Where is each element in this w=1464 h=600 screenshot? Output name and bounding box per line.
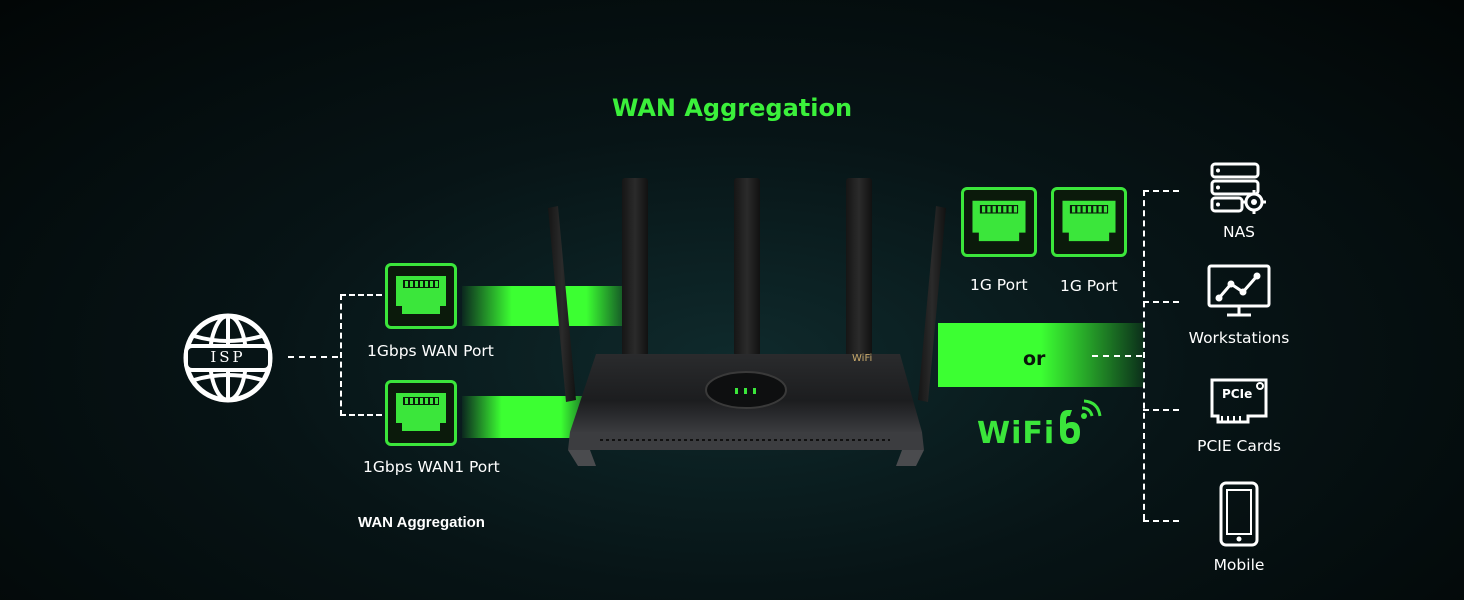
server-icon — [1210, 162, 1266, 214]
device-label-mobile: Mobile — [1213, 556, 1265, 574]
wan-band-top — [462, 286, 628, 326]
device-label-nas: NAS — [1222, 223, 1256, 241]
device-label-workstations: Workstations — [1188, 329, 1290, 347]
connector-pcie — [1143, 409, 1179, 411]
wifi6-signal-icon — [1060, 399, 1102, 444]
connector-workstations — [1143, 301, 1179, 303]
ethernet-port-icon — [1062, 200, 1116, 242]
pcie-card-icon — [1210, 378, 1268, 424]
lan-port-box-2 — [1051, 187, 1127, 257]
connector-trunk — [1143, 190, 1145, 520]
connector-isp — [288, 356, 338, 358]
wan-port-box — [385, 263, 457, 329]
ethernet-port-icon — [972, 200, 1026, 242]
lan-port-label-1: 1G Port — [970, 276, 1028, 294]
device-label-pcie: PCIE Cards — [1197, 437, 1281, 455]
router-image — [548, 178, 946, 466]
ethernet-port-icon — [396, 393, 446, 431]
connector-isp-branch — [340, 294, 382, 416]
router-wifi-badge: WiFi — [852, 353, 873, 364]
wifi-brand-text: WiFi — [977, 416, 1056, 451]
isp-globe-icon — [183, 313, 273, 403]
isp-label: ISP — [210, 348, 246, 366]
or-label: or — [1023, 348, 1046, 370]
wan-port-label: 1Gbps WAN Port — [367, 342, 494, 360]
wifi6-logo: WiFi — [977, 416, 1055, 451]
footer-label: WAN Aggregation — [358, 514, 485, 531]
page-title: WAN Aggregation — [611, 94, 853, 122]
mobile-phone-icon — [1219, 481, 1259, 547]
wan1-port-label: 1Gbps WAN1 Port — [363, 458, 500, 476]
pcie-chip-text: PCIe — [1222, 387, 1253, 401]
wan1-port-box — [385, 380, 457, 446]
connector-nas — [1143, 190, 1179, 192]
lan-port-label-2: 1G Port — [1060, 277, 1118, 295]
connector-lan — [1092, 355, 1142, 357]
lan-port-box-1 — [961, 187, 1037, 257]
connector-mobile — [1143, 520, 1179, 522]
ethernet-port-icon — [396, 276, 446, 314]
monitor-chart-icon — [1207, 264, 1271, 317]
